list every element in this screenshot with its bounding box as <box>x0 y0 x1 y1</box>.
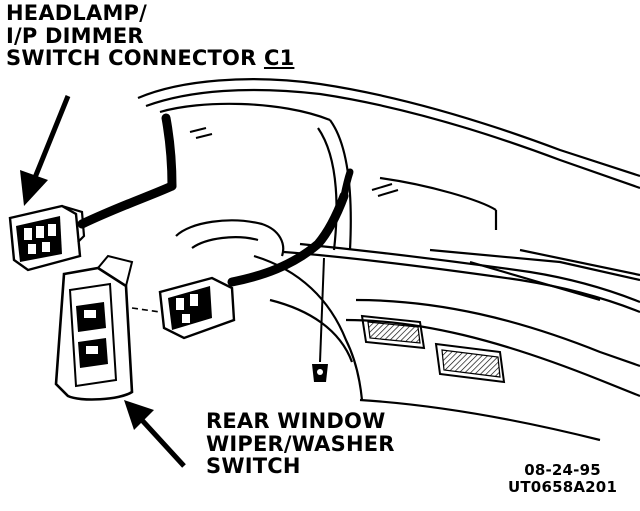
figure-date: 08-24-95 <box>524 461 601 479</box>
connector-c1-label-line3: SWITCH CONNECTOR C1 <box>6 47 294 70</box>
arrow-pointer-icon-lower <box>124 400 186 468</box>
connector-wiper-icon <box>158 276 236 340</box>
figure-code: UT0658A201 <box>508 477 618 496</box>
connector-c1-label-line1: HEADLAMP/ <box>6 1 147 25</box>
rear-wiper-switch-label: REAR WINDOW WIPER/WASHER SWITCH <box>206 410 395 478</box>
instrument-panel <box>137 78 640 442</box>
connector-c1-label-line2: I/P DIMMER <box>6 23 144 48</box>
wiring-harness <box>77 113 354 287</box>
connector-c1-label-prefix: SWITCH CONNECTOR <box>6 46 264 71</box>
arrow-pointer-icon <box>20 95 71 206</box>
connector-c1-id: C1 <box>263 46 295 71</box>
switch-icon <box>54 254 161 401</box>
rear-wiper-switch-label-line1: REAR WINDOW <box>206 409 386 433</box>
vent-left <box>360 314 426 350</box>
connector-c1-icon <box>8 204 86 272</box>
connector-c1-label: HEADLAMP/ I/P DIMMER SWITCH CONNECTOR C1 <box>6 2 294 70</box>
fastener-icon <box>312 257 328 382</box>
vent-right <box>434 342 506 384</box>
cluster-marks <box>189 127 399 197</box>
rear-wiper-switch-label-line3: SWITCH <box>206 454 301 479</box>
figure-reference: 08-24-95 UT0658A201 <box>508 462 617 496</box>
rear-wiper-switch-label-line2: WIPER/WASHER <box>206 431 395 456</box>
